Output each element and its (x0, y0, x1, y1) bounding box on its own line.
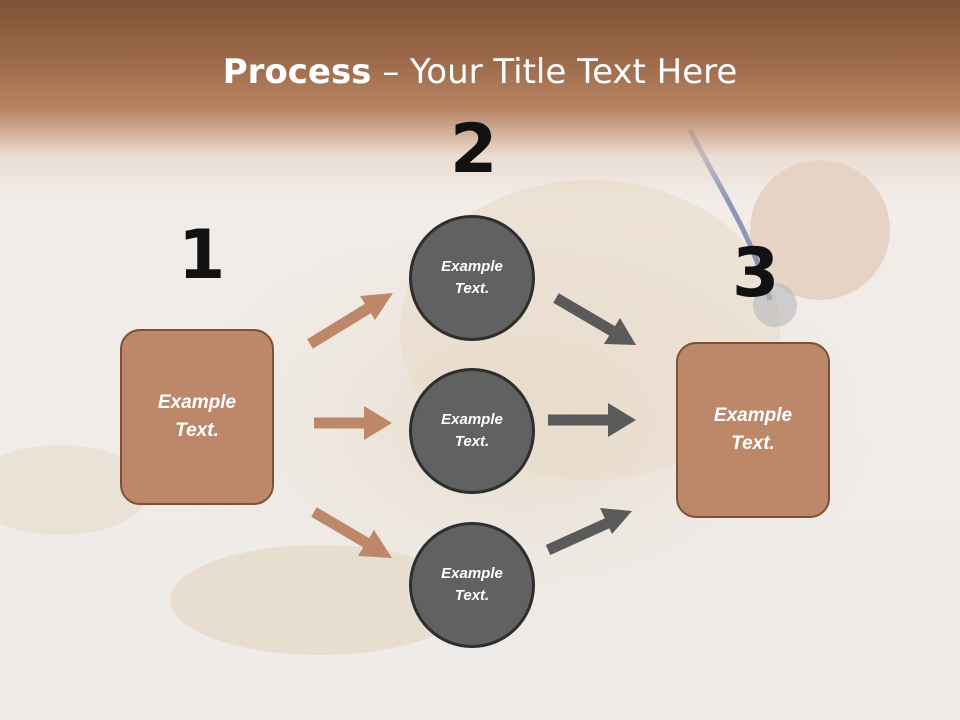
title-bold: Process (222, 52, 372, 92)
circle-bottom: Example Text. (409, 522, 535, 648)
title-rest: – Your Title Text Here (371, 52, 738, 92)
right-box: Example Text. (676, 342, 830, 518)
circle-bottom-text: Example Text. (441, 564, 503, 605)
circle-middle-text: Example Text. (441, 410, 503, 451)
step-number-3: 3 (732, 234, 780, 313)
right-box-text: Example Text. (713, 404, 793, 455)
arrow-bottom-to-right (545, 508, 632, 556)
arrow-left-to-middle (314, 406, 392, 440)
left-box: Example Text. (120, 329, 274, 505)
circle-top: Example Text. (409, 215, 535, 341)
header-band (0, 0, 960, 200)
circle-top-text: Example Text. (441, 257, 503, 298)
arrow-left-to-top (307, 293, 393, 349)
slide-title: Process – Your Title Text Here (0, 52, 960, 92)
arrow-middle-to-right (548, 403, 636, 437)
step-number-1: 1 (178, 216, 226, 295)
arrow-left-to-bottom (311, 507, 392, 558)
left-box-text: Example Text. (157, 391, 237, 442)
circle-middle: Example Text. (409, 368, 535, 494)
arrow-top-to-right (553, 293, 636, 345)
step-number-2: 2 (450, 110, 498, 189)
